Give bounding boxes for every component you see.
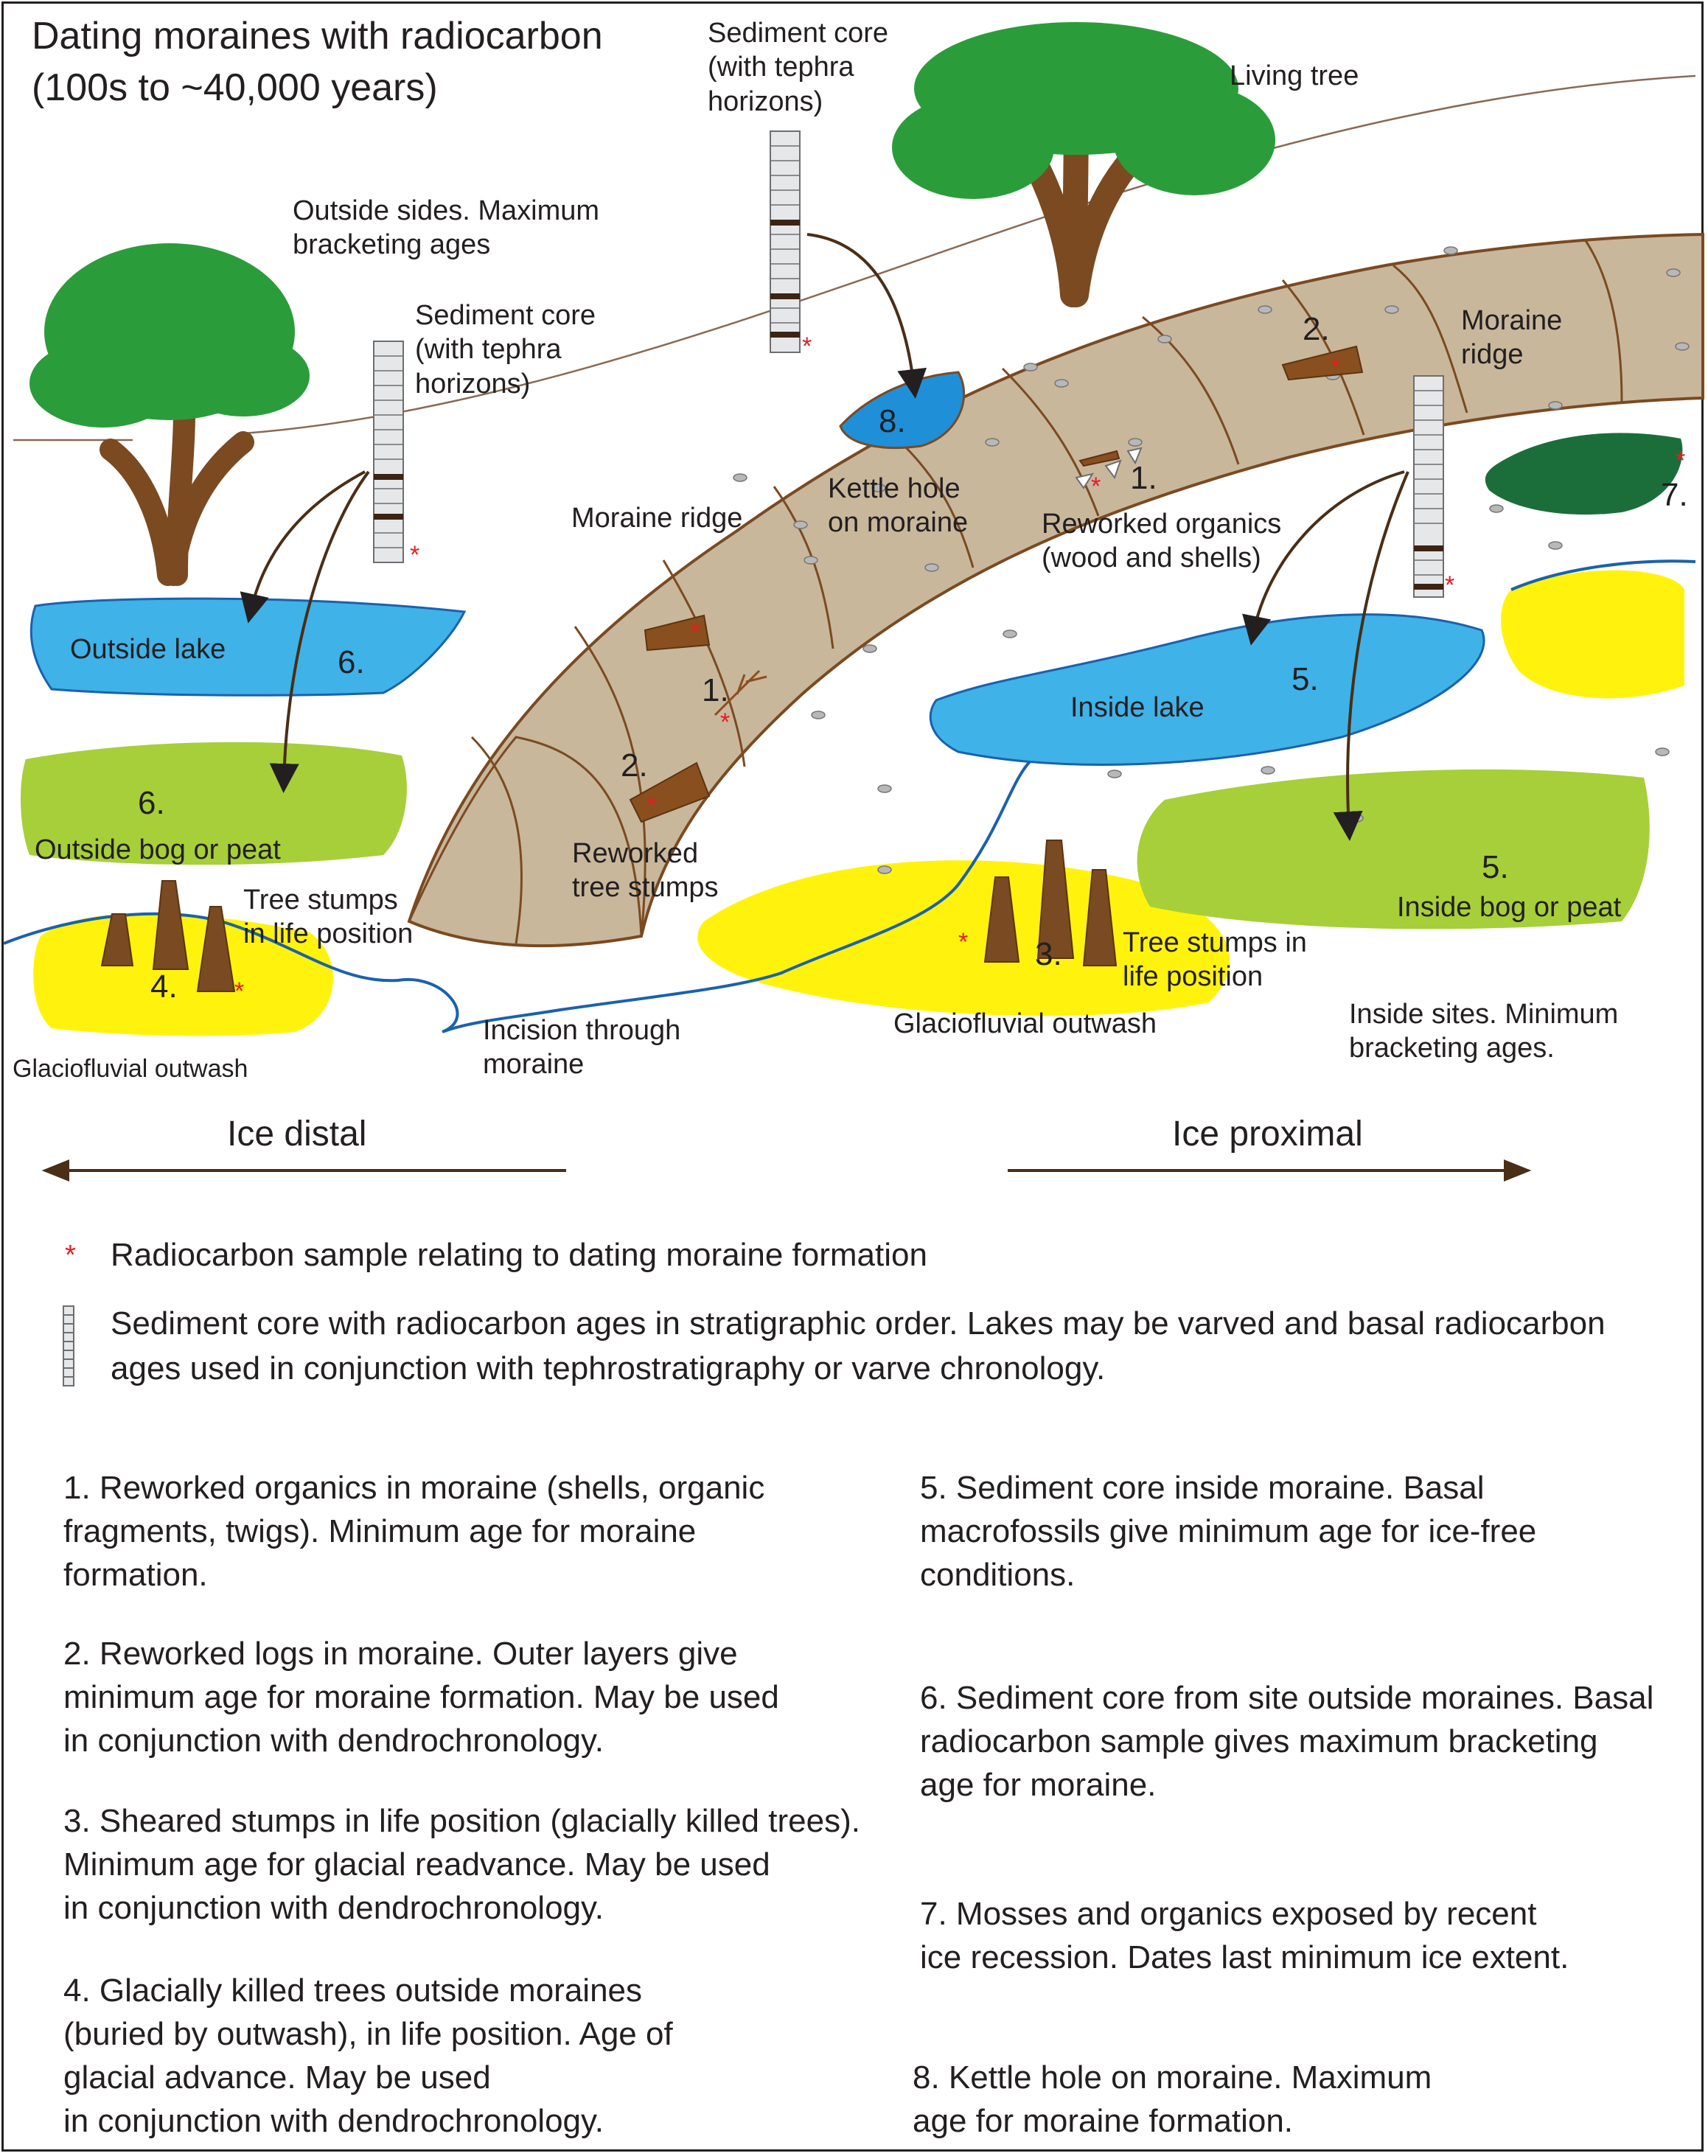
number-3: 3. (1035, 936, 1062, 972)
note-1: 1. Reworked organics in moraine (shells,… (63, 1470, 765, 1593)
tree-stump-icon (100, 840, 1118, 992)
number-2b: 2. (621, 747, 648, 784)
label-stumps-right: Tree stumps in life position (1123, 927, 1307, 993)
legend-star-text: Radiocarbon sample relating to dating mo… (111, 1237, 927, 1273)
note-4: 4. Glacially killed trees outside morain… (63, 1972, 673, 2139)
tree-icon (892, 22, 1275, 307)
number-4: 4. (150, 969, 178, 1005)
diagram-subtitle: (100s to ~40,000 years) (32, 66, 438, 109)
arrow-icon (41, 1159, 1532, 1182)
label-outside-bog: Outside bog or peat (35, 834, 281, 865)
label-outside-lake: Outside lake (70, 634, 226, 665)
radiocarbon-star: * (720, 708, 731, 736)
label-outwash-left: Glaciofluvial outwash (13, 1055, 248, 1083)
label-moraine-ridge-right: Moraine ridge (1461, 305, 1563, 371)
twig-icon (714, 669, 767, 716)
legend-core-text: Sediment core with radiocarbon ages in s… (111, 1305, 1606, 1386)
radiocarbon-star: * (1445, 571, 1455, 599)
number-5b: 5. (1482, 849, 1509, 885)
number-6a: 6. (338, 644, 365, 680)
label-inside-lake: Inside lake (1070, 692, 1205, 723)
arrow-icon (240, 233, 1409, 841)
bog-outside (21, 742, 407, 865)
river-right (1510, 559, 1696, 591)
sediment-core-icon (63, 1305, 74, 1386)
number-5a: 5. (1292, 661, 1319, 697)
inside-lake (929, 613, 1485, 766)
radiocarbon-star: * (1091, 472, 1101, 500)
radiocarbon-star: * (234, 977, 245, 1005)
shell-icon (1075, 447, 1143, 489)
label-reworked-stumps: Reworked tree stumps (572, 838, 719, 904)
legend-star-symbol: * (65, 1240, 76, 1271)
kettle-hole (839, 371, 966, 450)
outside-lake (29, 597, 467, 697)
radiocarbon-star: * (410, 541, 420, 569)
note-7: 7. Mosses and organics exposed by recent… (920, 1896, 1569, 1975)
moraine-segments (408, 239, 1623, 944)
label-living-tree: Living tree (1230, 60, 1359, 91)
radiocarbon-star: * (646, 792, 657, 820)
pebbles (733, 246, 1690, 874)
number-8: 8. (879, 403, 906, 439)
number-1b: 1. (702, 672, 729, 708)
log-icon (629, 345, 1364, 823)
sediment-core-icon (770, 130, 801, 353)
label-sediment-core-left: Sediment core (with tephra horizons) (415, 300, 596, 400)
radiocarbon-star: * (1331, 353, 1341, 381)
radiocarbon-star: * (1676, 447, 1686, 475)
label-outwash-right: Glaciofluvial outwash (893, 1008, 1157, 1039)
label-inside-sites: Inside sites. Minimum bracketing ages. (1349, 999, 1619, 1064)
label-stumps-left: Tree stumps in life position (243, 885, 414, 950)
label-reworked-organics: Reworked organics (wood and shells) (1042, 509, 1282, 574)
note-8: 8. Kettle hole on moraine. Maximum age f… (913, 2059, 1432, 2139)
sediment-core-icon (373, 341, 404, 563)
radiocarbon-star: * (958, 928, 969, 956)
note-5: 5. Sediment core inside moraine. Basal m… (920, 1470, 1537, 1593)
direction-ice-distal: Ice distal (227, 1114, 367, 1154)
note-2: 2. Reworked logs in moraine. Outer layer… (63, 1636, 779, 1759)
radiocarbon-star: * (802, 332, 812, 360)
number-6b: 6. (138, 785, 165, 821)
number-1a: 1. (1130, 460, 1157, 496)
note-3: 3. Sheared stumps in life position (glac… (63, 1803, 860, 1926)
label-moraine-ridge-left: Moraine ridge (571, 503, 743, 534)
label-kettle-hole: Kettle hole on moraine (828, 473, 969, 539)
number-2a: 2. (1303, 311, 1330, 347)
diagram-title: Dating moraines with radiocarbon (32, 15, 603, 57)
number-7: 7. (1661, 477, 1688, 513)
tree-icon (29, 243, 310, 586)
label-sediment-core-top: Sediment core (with tephra horizons) (708, 18, 889, 117)
direction-ice-proximal: Ice proximal (1172, 1114, 1363, 1154)
label-outside-sides: Outside sides. Maximum bracketing ages (293, 195, 600, 261)
label-incision: Incision through moraine (483, 1015, 681, 1081)
sediment-core-icon (1413, 375, 1444, 598)
label-inside-bog: Inside bog or peat (1397, 892, 1622, 923)
bog-inside (1137, 769, 1650, 929)
radiocarbon-star: * (691, 618, 701, 646)
note-6: 6. Sediment core from site outside morai… (920, 1680, 1654, 1803)
moraine-ridge (407, 232, 1704, 948)
moss-icon (1485, 433, 1683, 515)
